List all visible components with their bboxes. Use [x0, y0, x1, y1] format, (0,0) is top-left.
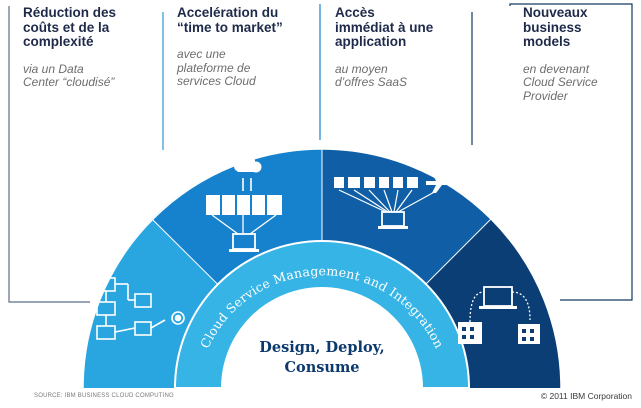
laptop-icon-2 — [378, 211, 408, 229]
column-cost-reduction: Réduction des coûts et de la complexité … — [23, 5, 117, 90]
buildings-icon — [458, 322, 540, 344]
column-heading: Nouveaux business models — [523, 5, 588, 49]
exchange-arrows — [469, 291, 531, 323]
column-subtext: en devenant Cloud Service Provider — [523, 61, 598, 103]
column-instant-access: Accès immédiat à une application au moye… — [335, 5, 434, 90]
airplane-icon — [426, 172, 453, 193]
laptop-icon — [229, 233, 259, 252]
column-subtext: via un Data Center “cloudisé” — [23, 61, 115, 89]
semicircle-bands — [82, 148, 562, 388]
cloud-icon — [234, 154, 262, 173]
column-heading: Réduction des coûts et de la complexité — [23, 5, 117, 49]
connector-column-1 — [8, 6, 90, 303]
connector-column-4-right — [509, 3, 633, 301]
laptop-icon-3 — [479, 286, 517, 309]
column-time-to-market: Accelération du “time to market” avec un… — [177, 5, 283, 89]
center-text-line-1: Design, Deploy, — [259, 339, 384, 356]
footer-source: SOURCE: IBM BUSINESS CLOUD COMPUTING — [34, 393, 174, 399]
server-rack-icon — [206, 195, 282, 235]
center-text-line-2: Consume — [284, 359, 359, 376]
column-heading: Accelération du “time to market” — [177, 5, 283, 35]
column-heading: Accès immédiat à une application — [335, 5, 434, 49]
column-new-business-models: Nouveaux business models en devenant Clo… — [523, 5, 598, 103]
sync-arrows-icon — [242, 178, 252, 191]
apps-icon — [334, 177, 418, 188]
copyright: © 2011 IBM Corporation — [540, 391, 632, 401]
center-semicircle — [221, 287, 423, 388]
column-subtext: au moyen d’offres SaaS — [335, 61, 408, 89]
fan-connectors — [338, 189, 439, 213]
flowchart-icon — [96, 277, 185, 340]
connector-lines — [8, 3, 633, 303]
column-subtext: avec une plateforme de services Cloud — [177, 47, 256, 88]
